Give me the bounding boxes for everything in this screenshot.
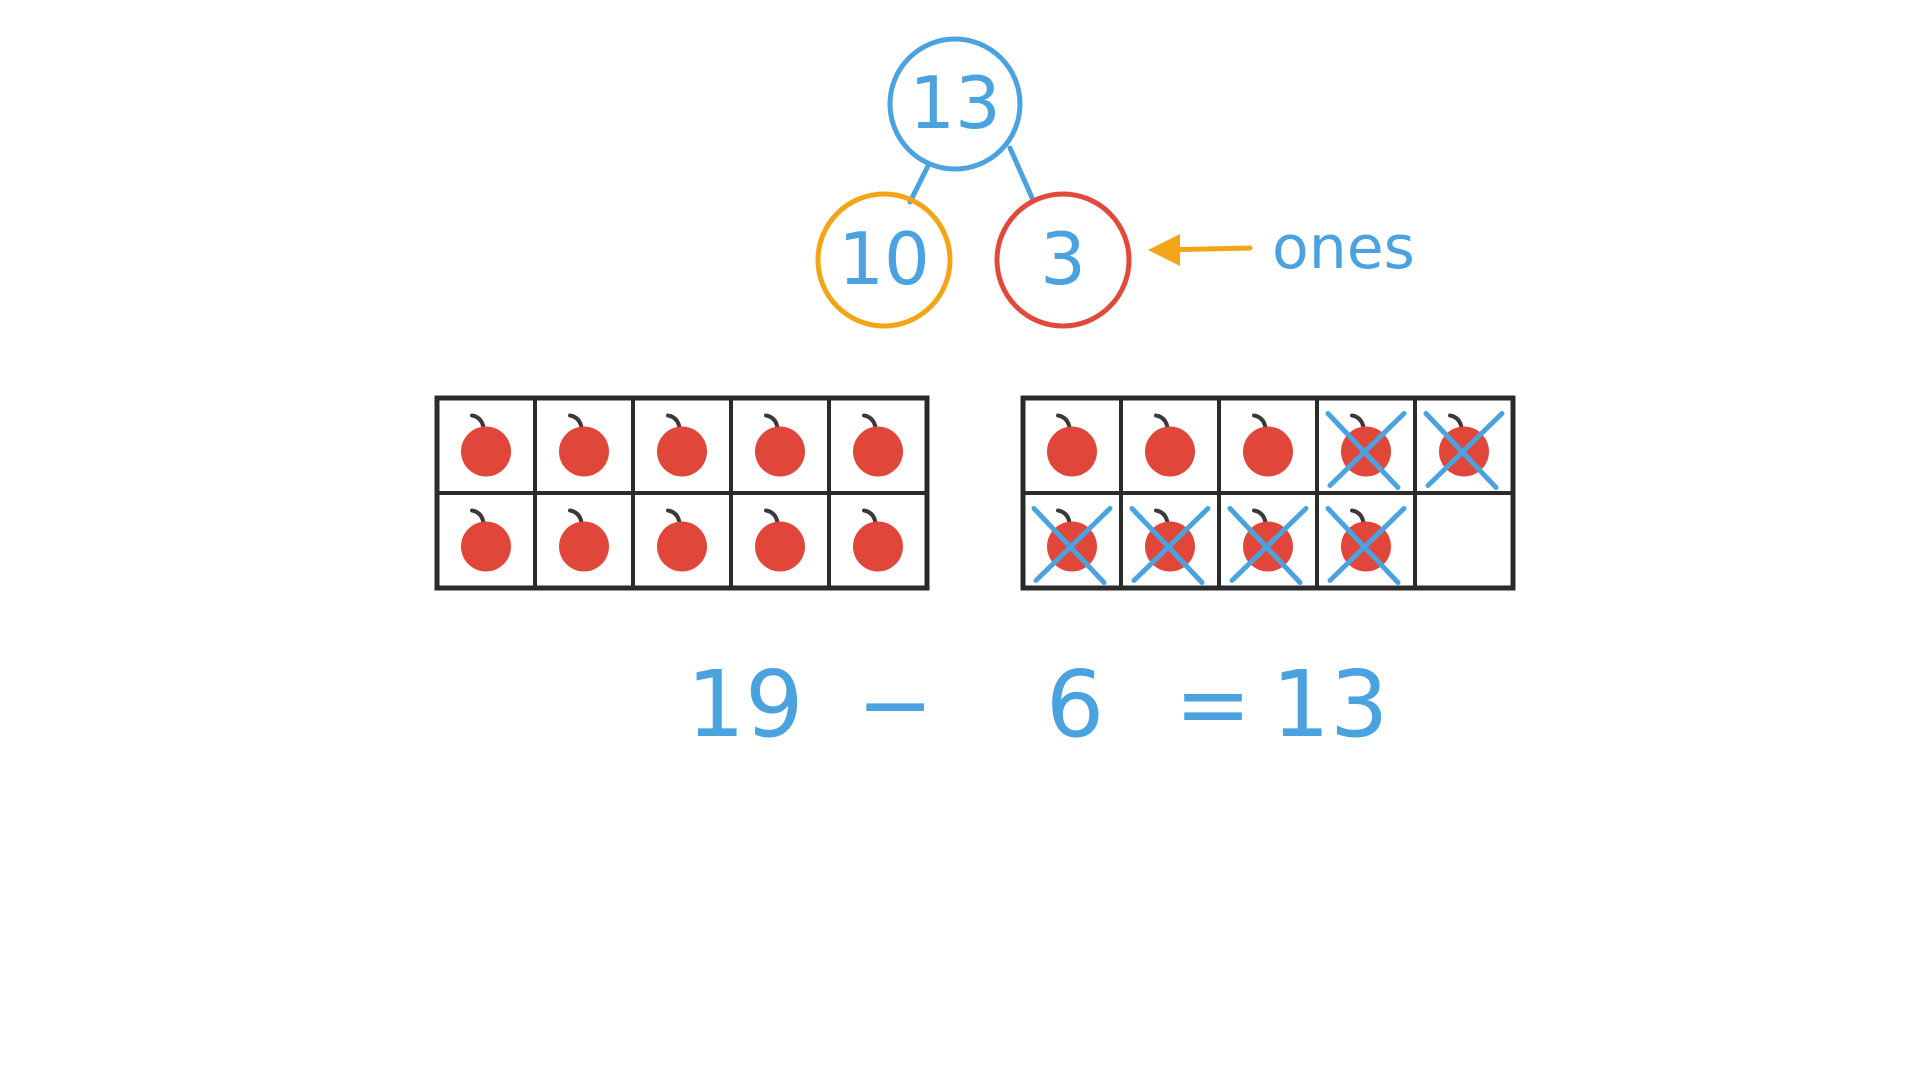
apple-icon: [657, 508, 707, 572]
arrow-icon: [1148, 234, 1253, 266]
ten-frame: [1020, 395, 1516, 591]
apple-icon: [853, 413, 903, 477]
ones-part-circle: [994, 191, 1132, 329]
whole-number: 13: [909, 61, 1001, 145]
apple-icon: [755, 413, 805, 477]
cross-stroke: [1033, 506, 1113, 583]
cross-out-icon: [1325, 506, 1407, 585]
ones-label: ones: [1272, 213, 1415, 283]
apple-body: [1047, 426, 1097, 477]
cross-stroke: [1229, 506, 1309, 583]
apple-body: [559, 521, 609, 572]
tens-part-circle: [815, 191, 953, 329]
apple-body: [657, 426, 707, 477]
cross-stroke: [1425, 411, 1505, 488]
tens-part-number: 10: [838, 217, 930, 301]
apple-icon: [559, 413, 609, 477]
apple-body: [461, 521, 511, 572]
equation-minuend: 19: [686, 651, 803, 758]
equation-operator: −: [856, 651, 933, 758]
cross-out-icon: [1031, 506, 1113, 585]
apple-body: [755, 426, 805, 477]
apple-body: [755, 521, 805, 572]
apple-icon: [755, 508, 805, 572]
apple-body: [461, 426, 511, 477]
apple-icon: [461, 508, 511, 572]
apple-body: [559, 426, 609, 477]
equation-equals: =: [1174, 651, 1251, 758]
apple-body: [853, 521, 903, 572]
apple-icon: [559, 508, 609, 572]
apple-icon: [461, 413, 511, 477]
cross-stroke: [1327, 411, 1407, 488]
apple-icon: [853, 508, 903, 572]
apple-body: [853, 426, 903, 477]
apple-body: [657, 521, 707, 572]
cross-out-icon: [1325, 411, 1407, 490]
apple-icon: [1047, 413, 1097, 477]
ones-part-number: 3: [1040, 217, 1086, 301]
cross-out-icon: [1423, 411, 1505, 490]
equation: 19 − 6 = 13: [686, 651, 1388, 758]
bond-line-right: [1007, 145, 1036, 203]
apple-body: [1145, 426, 1195, 477]
apple-body: [1243, 426, 1293, 477]
ten-frame: [434, 395, 930, 591]
apple-icon: [1145, 413, 1195, 477]
cross-out-icon: [1227, 506, 1309, 585]
cross-stroke: [1327, 506, 1407, 583]
bond-line-left: [907, 163, 931, 205]
equation-result: 13: [1271, 651, 1388, 758]
apple-icon: [657, 413, 707, 477]
equation-subtrahend: 6: [1046, 651, 1105, 758]
ten-frames: [434, 395, 1516, 591]
cross-stroke: [1131, 506, 1211, 583]
cross-out-icon: [1129, 506, 1211, 585]
apple-icon: [1243, 413, 1293, 477]
whole-circle: [887, 36, 1023, 172]
